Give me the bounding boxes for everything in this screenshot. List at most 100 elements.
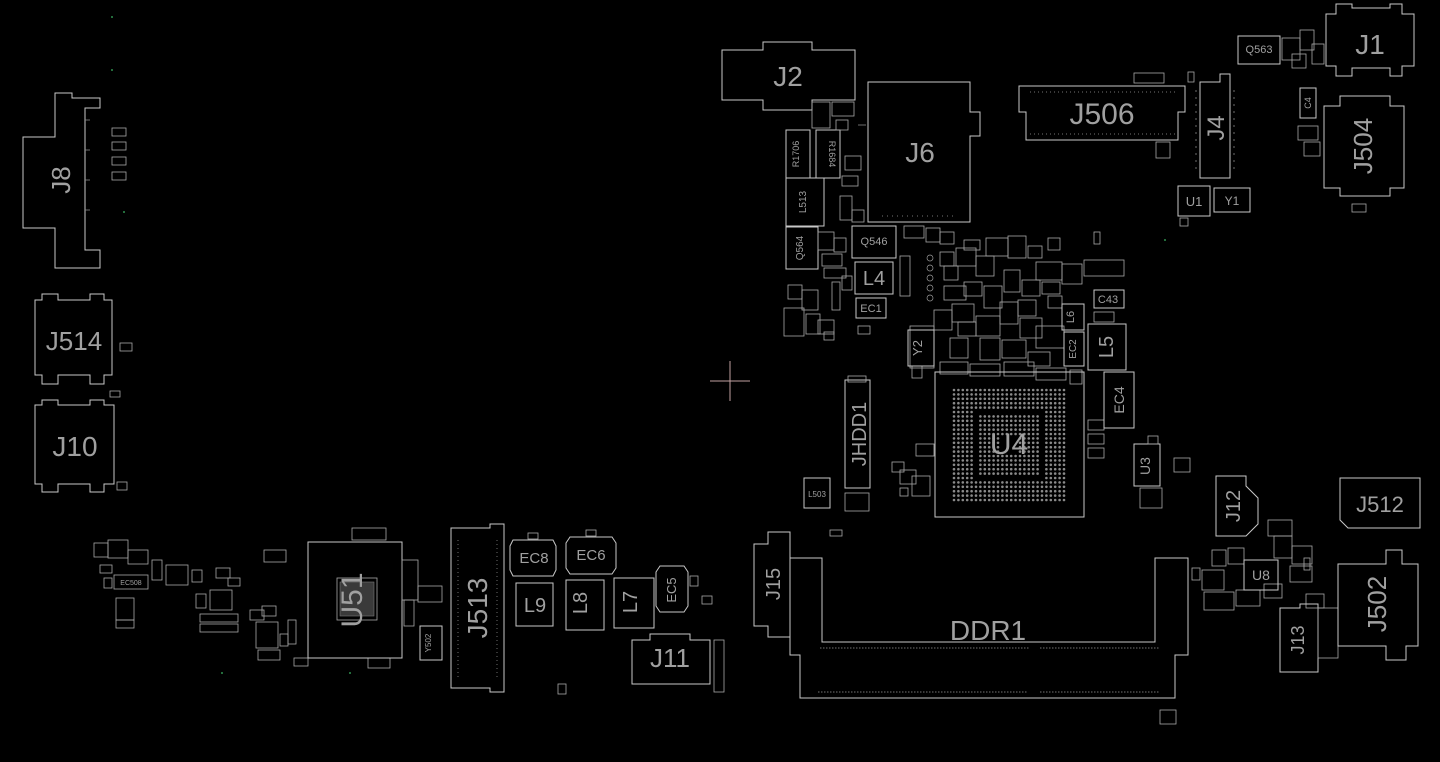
bga-ball [957,388,960,392]
component-ec4[interactable]: EC4 [1103,371,1135,429]
bga-ball [952,472,956,475]
bga-ball [1027,454,1031,458]
component-u3[interactable]: U3 [1133,435,1191,509]
component-j6[interactable]: J6 [858,81,981,223]
component-l4[interactable]: L4 [854,261,894,295]
component-q546[interactable]: Q546 [851,225,897,259]
component-l7[interactable]: L7 [613,577,655,629]
component-j12[interactable]: J12 [1215,475,1259,537]
bga-ball [1053,481,1057,484]
label-ec8: EC8 [519,550,548,567]
bga-ball [1014,432,1017,436]
component-ec5[interactable]: EC5 [655,565,713,613]
bga-ball [1058,467,1061,471]
bga-ball [1053,393,1057,396]
bga-ball [961,467,965,471]
bga-ball [1031,450,1035,453]
bga-ball [996,494,1000,497]
bga-ball [1049,459,1053,462]
component-j2[interactable]: J2 [721,41,856,111]
bga-ball [961,463,965,467]
bga-ball [952,423,956,427]
component-y1[interactable]: Y1 [1213,187,1251,213]
bga-ball [970,388,973,392]
component-j4[interactable]: J4 [1195,73,1235,179]
component-l6[interactable]: L6 [1061,303,1085,331]
bga-ball [1040,401,1044,405]
component-ec6[interactable]: EC6 [565,529,617,575]
bga-ball [1036,494,1039,497]
component-l9[interactable]: L9 [515,582,554,627]
via-mark [1164,239,1166,241]
bga-ball [1053,441,1057,445]
component-j13[interactable]: J13 [1279,603,1339,673]
component-l503[interactable]: L503 [803,477,831,509]
bga-ball [974,481,978,484]
component-j10[interactable]: J10 [34,399,115,493]
bga-ball [957,481,960,484]
bga-ball [1001,485,1004,489]
component-r1706[interactable]: R1706 [785,129,811,179]
component-c43[interactable]: C43 [1093,289,1125,309]
bga-ball [992,437,995,440]
bga-ball [1023,472,1026,475]
component-y502[interactable]: Y502 [419,625,443,661]
bga-ball [1009,467,1013,471]
bga-ball [1036,388,1039,392]
bga-ball [1018,459,1022,462]
component-j502[interactable]: J502 [1337,549,1419,661]
component-l513[interactable]: L513 [785,177,825,227]
bga-ball [979,463,982,467]
component-u51[interactable]: U51 [307,527,443,659]
label-j10: J10 [52,431,97,462]
component-j504[interactable]: J504 [1323,95,1405,197]
bga-ball [1018,454,1022,458]
component-j506[interactable]: J506 [1018,85,1186,141]
component-u1[interactable]: U1 [1177,185,1211,217]
component-l5[interactable]: L5 [1087,311,1127,371]
bga-ball [1045,467,1048,471]
bga-ball [996,406,1000,409]
bga-ball [970,401,973,405]
bga-ball [1023,419,1026,423]
bga-ball [1001,423,1004,427]
component-jhdd1[interactable]: JHDD1 [844,375,871,489]
label-c43: C43 [1098,294,1118,306]
bga-ball [1036,428,1039,431]
component-j512[interactable]: J512 [1339,477,1421,529]
component-c4[interactable]: C4 [1299,87,1317,119]
bga-ball [1049,481,1053,484]
component-ec1[interactable]: EC1 [855,297,887,319]
component-j11[interactable]: J11 [631,633,725,693]
component-q563[interactable]: Q563 [1237,35,1281,65]
bga-ball [983,450,987,453]
component-r1684[interactable]: R1684 [815,129,841,179]
bga-ball [1053,494,1057,497]
bga-ball [1001,489,1004,493]
bga-ball [983,498,987,502]
bga-ball [1009,397,1013,401]
component-j1[interactable]: J1 [1325,3,1415,77]
component-q564[interactable]: Q564 [785,226,819,270]
component-j15[interactable]: J15 [753,531,791,638]
bga-ball [1014,415,1017,418]
component-u8[interactable]: U8 [1243,559,1279,591]
label-ec1: EC1 [860,303,881,315]
component-u4[interactable]: U4 [934,371,1085,518]
bga-ball [1023,401,1026,405]
bga-ball [983,419,987,423]
component-ec2[interactable]: EC2 [1063,331,1085,367]
bga-ball [1040,489,1044,493]
component-ec8[interactable]: EC8 [509,532,557,577]
component-l8[interactable]: L8 [565,579,605,631]
component-j8[interactable]: J8 [22,92,101,269]
bga-ball [1045,476,1048,480]
component-ddr1[interactable]: DDR1 [789,557,1189,699]
component-j514[interactable]: J514 [34,293,113,385]
bga-ball [961,489,965,493]
component-y2[interactable]: Y2 [907,329,935,367]
bga-ball [1014,485,1017,489]
component-j513[interactable]: J513 [450,523,505,693]
bga-ball [1009,432,1013,436]
